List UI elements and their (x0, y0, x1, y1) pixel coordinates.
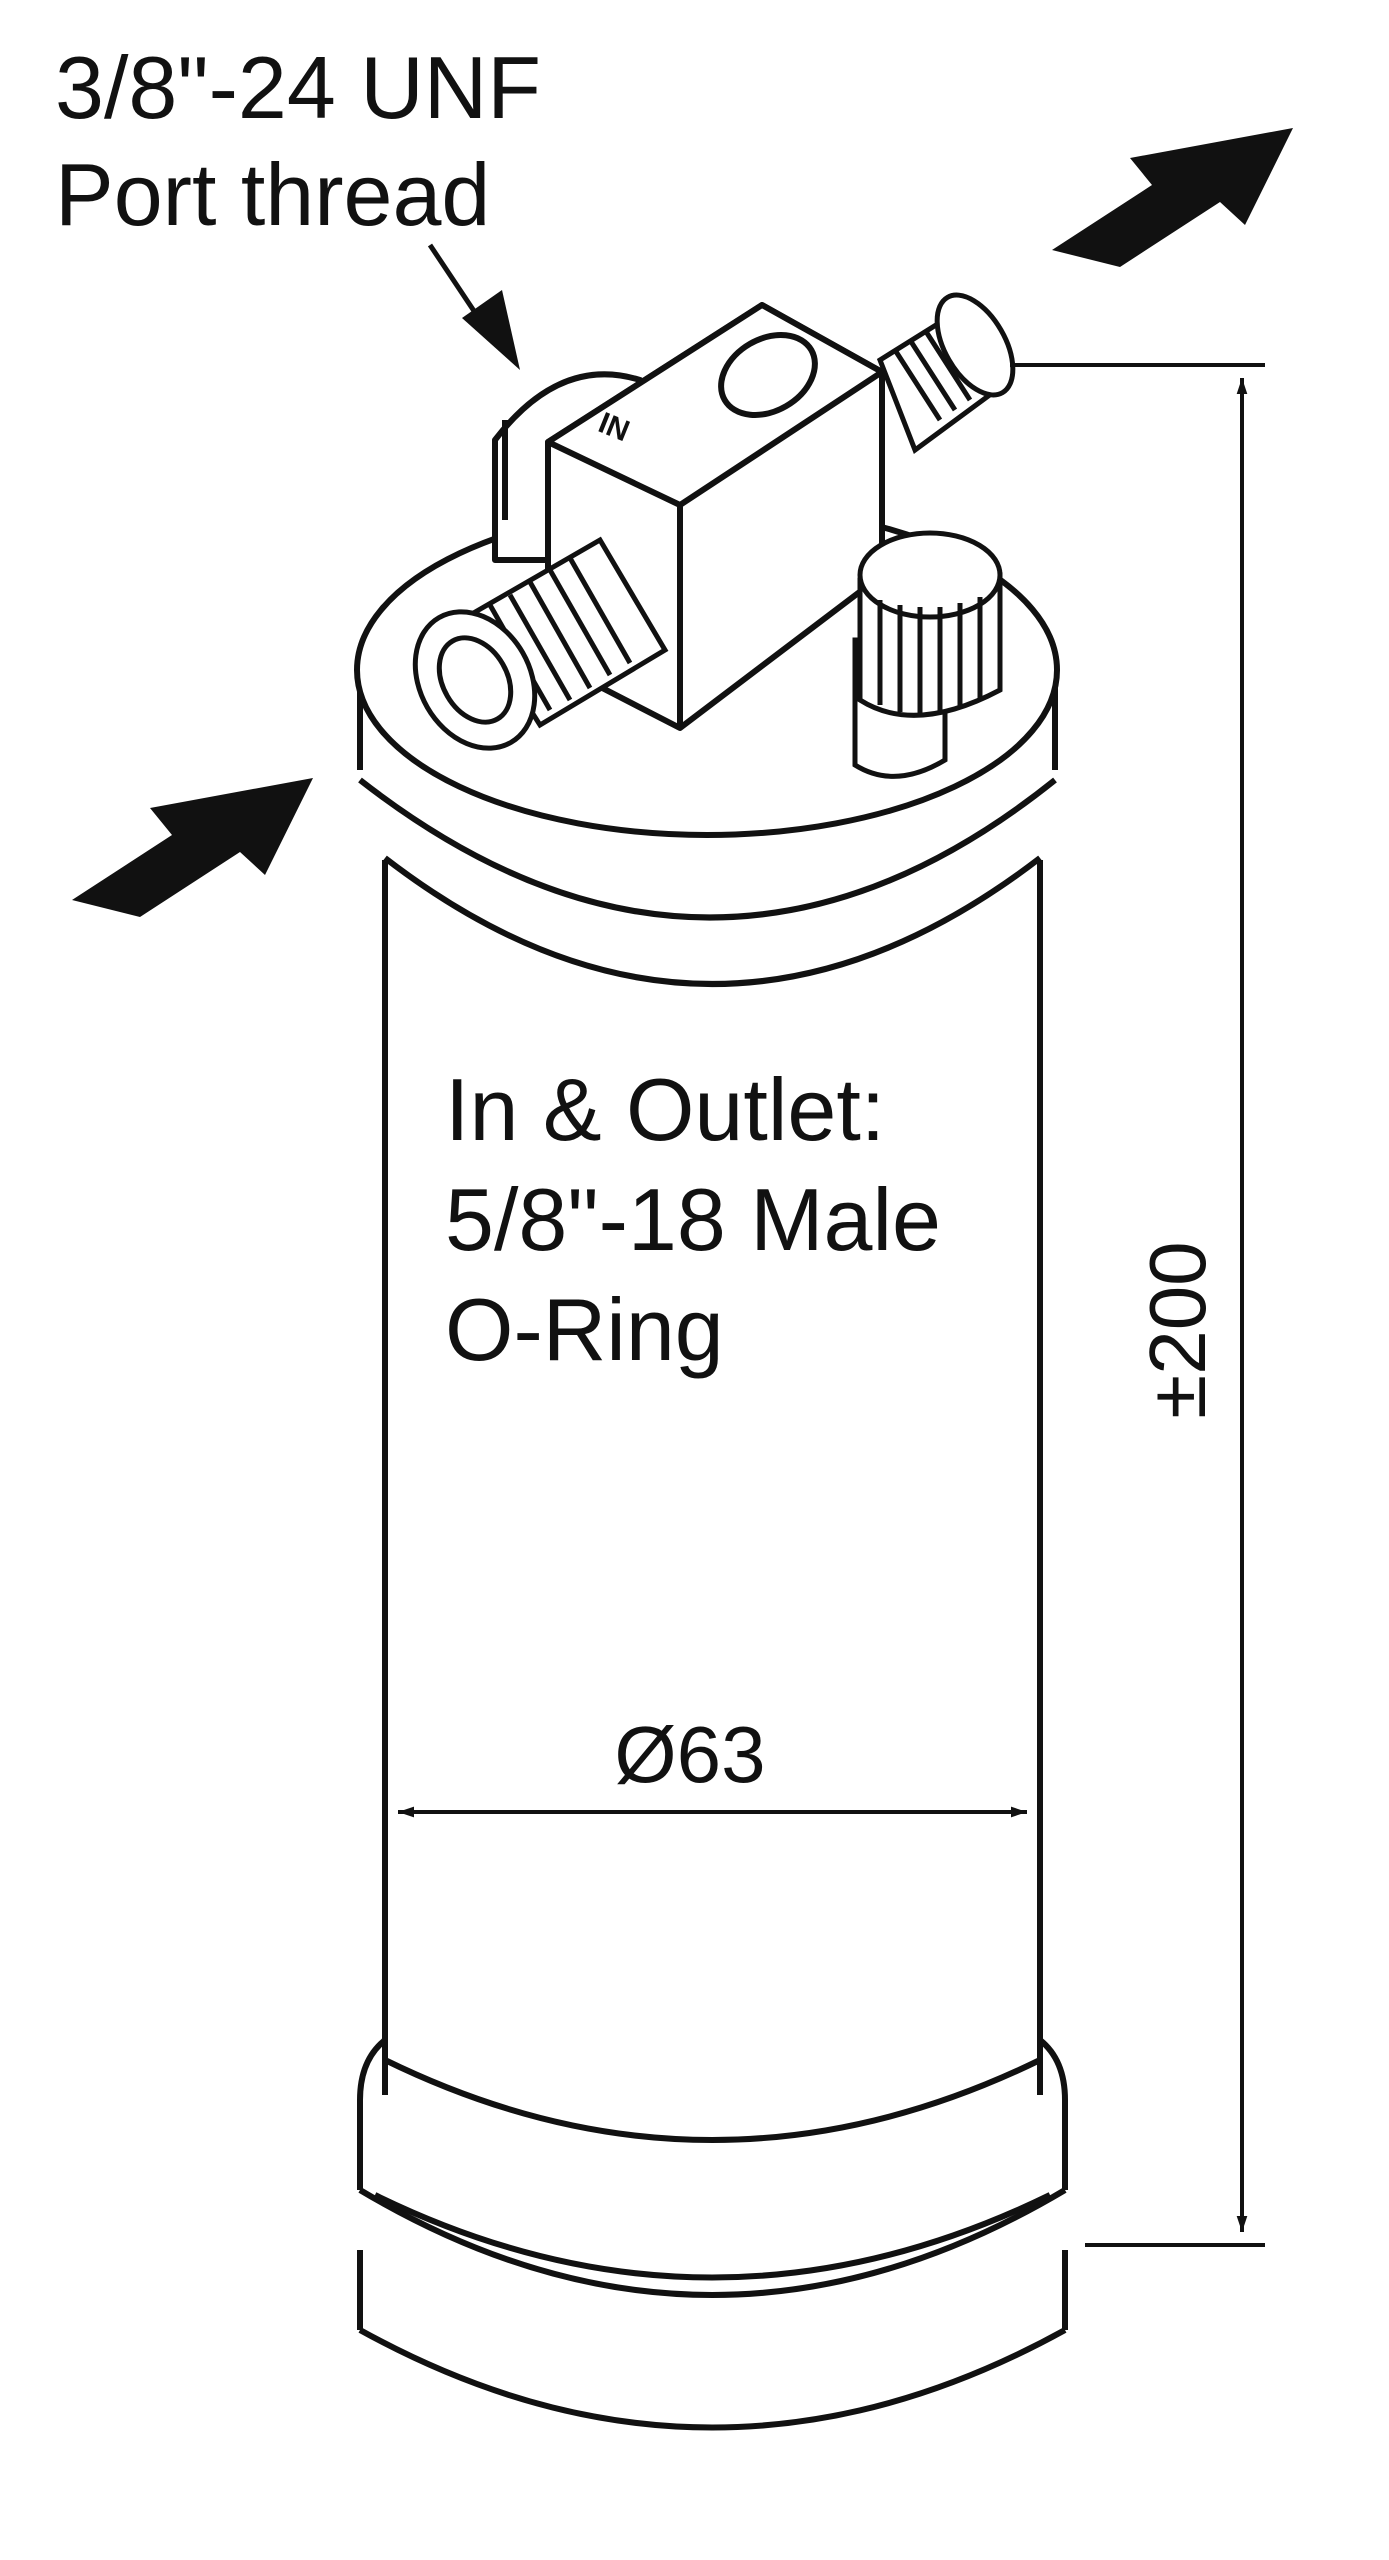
outflow-arrow-icon (1052, 128, 1293, 267)
port-thread-caption: Port thread (55, 145, 490, 244)
diameter-label: Ø63 (614, 1710, 765, 1799)
height-dimension (1010, 363, 1265, 2247)
outlet-spec-line2: 5/8"-18 Male (445, 1170, 941, 1269)
port-thread-spec: 3/8"-24 UNF (55, 38, 541, 137)
inlet-thread (412, 536, 669, 751)
height-dimension-label: ±200 (1133, 1241, 1222, 1418)
outlet-thread (876, 292, 1016, 454)
drier-body (354, 502, 1068, 2431)
service-valve (852, 530, 1003, 779)
inflow-arrow-icon (72, 778, 313, 917)
outlet-spec-line1: In & Outlet: (445, 1060, 885, 1159)
port-thread-leader (427, 243, 520, 370)
outlet-spec-line3: O-Ring (445, 1280, 724, 1379)
